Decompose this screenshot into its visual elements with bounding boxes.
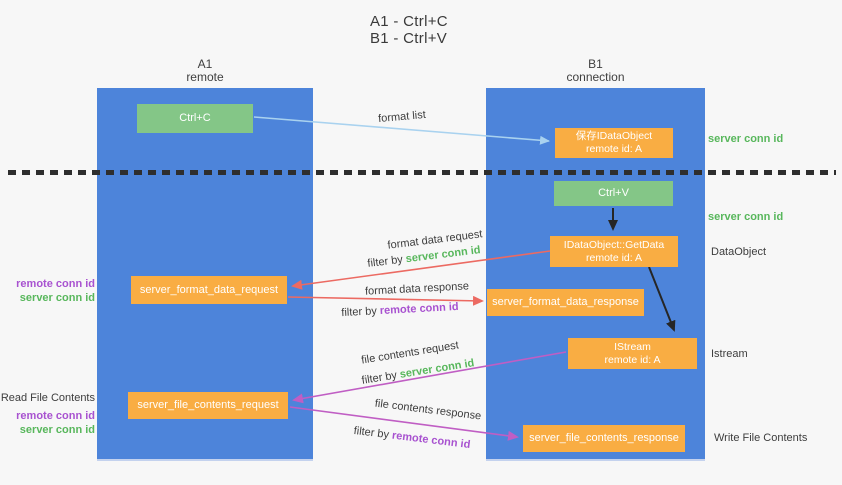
node-istream-line1: IStream: [614, 340, 651, 353]
node-istream-line2: remote id: A: [604, 353, 661, 366]
node-save-idataobject: 保存IDataObject remote id: A: [555, 128, 673, 158]
lane-a1-name: A1: [197, 57, 213, 71]
diagram-title: A1 - Ctrl+C B1 - Ctrl+V: [370, 13, 448, 47]
label-istream: Istream: [711, 348, 748, 360]
label-file-contents-response: file contents response: [374, 397, 482, 423]
label-remote-conn-id-left-2: remote conn id: [16, 410, 95, 422]
filter-by-prefix-1: filter by: [366, 253, 407, 270]
title-line-2: B1 - Ctrl+V: [370, 30, 448, 47]
node-server-format-data-response: server_format_data_response: [487, 289, 644, 316]
label-format-data-response: format data response: [364, 280, 470, 298]
title-line-1: A1 - Ctrl+C: [370, 13, 448, 30]
lane-header-b1-connection: B1 connection: [486, 58, 705, 84]
label-group-format-conn-ids: remote conn id server conn id: [0, 277, 95, 305]
node-ctrl-v-label: Ctrl+V: [598, 187, 629, 199]
node-save-idataobject-line2: remote id: A: [585, 143, 643, 155]
node-ctrl-c-label: Ctrl+C: [179, 112, 211, 124]
label-filter-by-server-conn-id-1: filter by server conn id: [367, 244, 481, 270]
node-server-file-contents-request: server_file_contents_request: [128, 392, 288, 419]
label-write-file-contents: Write File Contents: [714, 432, 808, 444]
lane-b1-name: B1: [588, 57, 603, 71]
filter-by-prefix-4: filter by: [353, 424, 393, 442]
node-server-file-contents-response-label: server_file_contents_response: [529, 432, 679, 444]
lane-b1-role: connection: [566, 70, 625, 84]
lane-header-a1-remote: A1 remote: [97, 58, 313, 84]
node-save-idataobject-line1: 保存IDataObject: [575, 130, 653, 142]
node-server-file-contents-response: server_file_contents_response: [523, 425, 685, 452]
label-filter-by-remote-conn-id-2: filter by remote conn id: [353, 425, 471, 451]
node-server-format-data-response-label: server_format_data_response: [492, 296, 639, 308]
node-server-format-data-request: server_format_data_request: [131, 276, 287, 304]
label-read-file-contents: Read File Contents: [0, 392, 95, 404]
filter-by-id-4: remote conn id: [391, 429, 471, 452]
label-group-file-conn-ids: Read File Contents remote conn id server…: [0, 391, 95, 437]
lane-a1-role: remote: [186, 70, 224, 84]
label-server-conn-id-left-2: server conn id: [19, 424, 95, 436]
node-idataobject-getdata-line1: IDataObject::GetData: [563, 238, 665, 251]
label-server-conn-id-top-right: server conn id: [708, 133, 784, 145]
label-filter-by-remote-conn-id-1: filter by remote conn id: [341, 301, 459, 319]
node-idataobject-getdata-line2: remote id: A: [585, 251, 643, 264]
node-ctrl-v: Ctrl+V: [554, 181, 673, 206]
label-remote-conn-id-left-1: remote conn id: [16, 278, 95, 290]
label-dataobject: DataObject: [711, 246, 767, 258]
filter-by-id-2: remote conn id: [379, 300, 459, 318]
filter-by-id-3: server conn id: [398, 357, 476, 381]
filter-by-prefix-2: filter by: [341, 305, 381, 320]
session-divider-dotted-line: [8, 170, 836, 175]
node-server-format-data-request-label: server_format_data_request: [139, 283, 279, 296]
label-server-conn-id-right: server conn id: [708, 211, 784, 223]
node-istream: IStream remote id: A: [568, 338, 697, 369]
node-ctrl-c: Ctrl+C: [137, 104, 253, 133]
label-format-list: format list: [377, 108, 427, 126]
node-server-file-contents-request-label: server_file_contents_request: [137, 399, 279, 411]
node-idataobject-getdata: IDataObject::GetData remote id: A: [550, 236, 678, 267]
label-server-conn-id-left-1: server conn id: [19, 292, 95, 304]
filter-by-prefix-3: filter by: [360, 368, 401, 387]
